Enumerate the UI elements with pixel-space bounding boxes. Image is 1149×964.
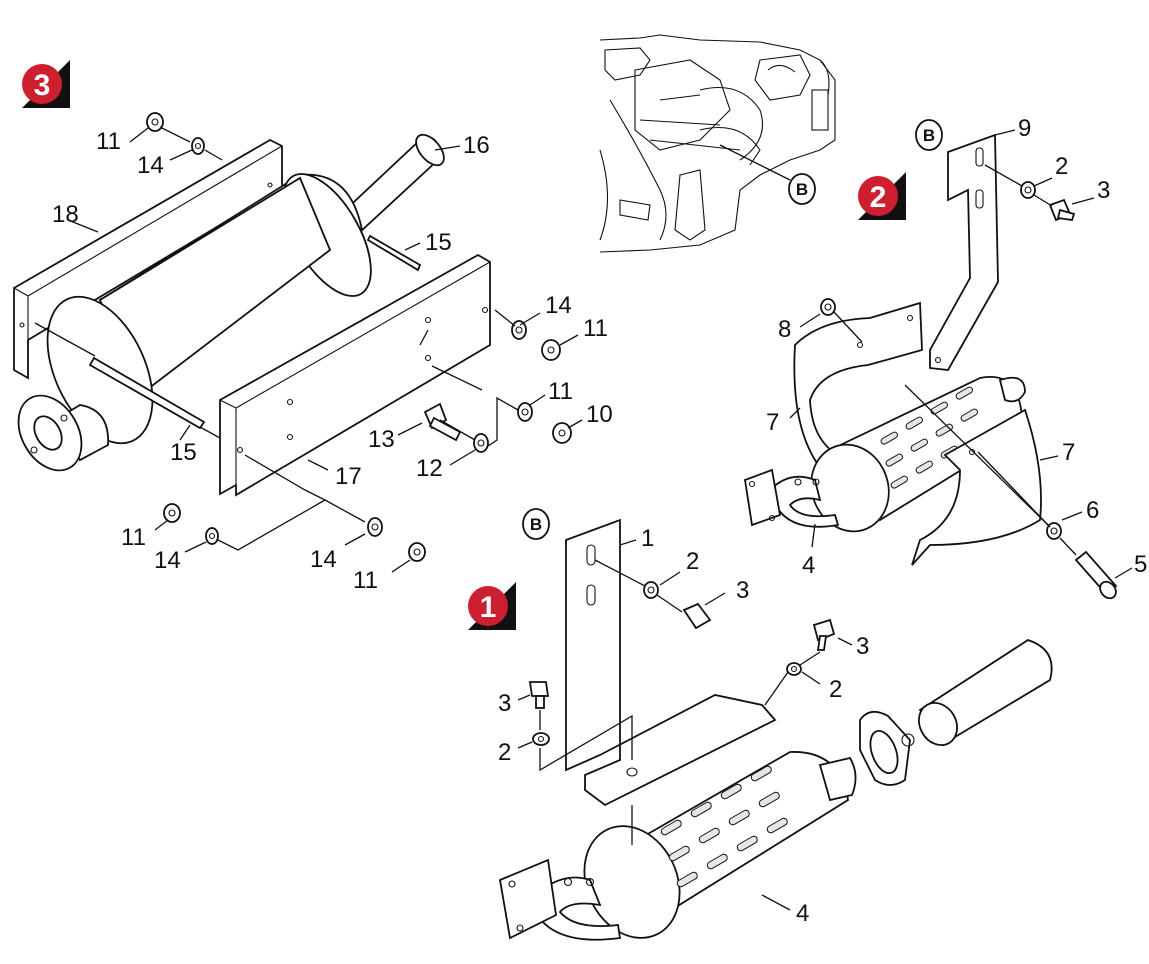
section-3-silencer-assembly [13, 112, 583, 573]
pipe-clamp [859, 710, 915, 786]
label-5: 5 [1134, 551, 1147, 578]
svg-text:B: B [796, 180, 808, 199]
bolt-3-left [528, 681, 550, 709]
bolt-3-upper [1048, 198, 1076, 222]
badge-view-2: 2 [858, 172, 906, 220]
ref-marker-b-lower: B [522, 508, 550, 540]
washer-14-bottom-right [367, 517, 383, 537]
label-6: 6 [1086, 497, 1099, 524]
ref-marker-b-upper: B [915, 119, 943, 151]
nut-10 [552, 422, 572, 444]
label-3: 3 [736, 577, 749, 604]
exhaust-pipe [918, 639, 1053, 746]
label-15: 15 [425, 229, 452, 256]
bolt-3-right [812, 618, 836, 651]
nut-11-right [541, 339, 561, 361]
label-3: 3 [1097, 177, 1110, 204]
label-13: 13 [368, 426, 395, 453]
washer-14-right [511, 320, 527, 340]
silencer-4-slots-lower [660, 765, 788, 888]
nut-11-bottom-right [408, 542, 426, 562]
washer-2-left [532, 732, 550, 746]
label-11: 11 [353, 567, 378, 594]
svg-text:2: 2 [870, 181, 887, 214]
washer-14-bottom-left [205, 527, 219, 545]
svg-text:B: B [923, 126, 935, 145]
washer-2-upper-right [643, 581, 659, 599]
label-17: 17 [335, 463, 362, 490]
nut-11-bottom-left [163, 503, 181, 523]
nut-11-top [146, 112, 164, 132]
label-2: 2 [686, 548, 699, 575]
bolt-3-upper-right [682, 602, 712, 630]
washer-2-upper [1020, 181, 1036, 199]
label-18: 18 [52, 201, 79, 228]
ref-marker-b-engine: B [788, 173, 816, 205]
label-11: 11 [121, 524, 146, 551]
label-14: 14 [545, 292, 572, 319]
inlet-flange-lower [498, 858, 557, 940]
label-1: 1 [641, 525, 654, 552]
label-4: 4 [802, 552, 815, 579]
label-14: 14 [154, 547, 181, 574]
washer-14-top [191, 137, 205, 155]
section-1-silencer-assembly [498, 518, 1053, 941]
label-3: 3 [498, 690, 511, 717]
washer-6 [1046, 522, 1062, 540]
rod-15-upper [366, 234, 422, 272]
label-14: 14 [310, 546, 337, 573]
label-15: 15 [170, 439, 197, 466]
label-16: 16 [463, 132, 490, 159]
label-2: 2 [1055, 153, 1068, 180]
bolt-5 [1074, 550, 1118, 600]
bracket-9 [929, 133, 999, 371]
bracket-1 [565, 518, 777, 807]
label-4: 4 [796, 900, 809, 927]
label-12: 12 [416, 455, 443, 482]
label-2: 2 [829, 676, 842, 703]
svg-text:3: 3 [34, 69, 51, 102]
badge-view-1: 1 [468, 582, 516, 630]
label-14: 14 [137, 152, 164, 179]
section-2-silencer-assembly [743, 129, 1133, 600]
heat-guard-7-top [793, 301, 923, 472]
washer-2-right [786, 662, 802, 676]
plate-17 [219, 253, 491, 497]
label-8: 8 [778, 316, 791, 343]
washer-8 [820, 298, 836, 316]
svg-text:B: B [530, 515, 542, 534]
label-7: 7 [1062, 439, 1075, 466]
engine-detail-view [599, 34, 836, 253]
svg-text:1: 1 [480, 591, 497, 624]
heat-guard-7-bottom [911, 408, 1042, 566]
washer-11-mid [517, 402, 533, 422]
rod-15-lower [88, 356, 206, 430]
label-7: 7 [766, 409, 779, 436]
silencer-4-slots-upper [880, 386, 978, 489]
label-11: 11 [96, 128, 121, 155]
badge-view-3: 3 [22, 60, 70, 108]
bolt-13 [423, 402, 462, 442]
plate-18 [13, 138, 283, 380]
label-3: 3 [856, 633, 869, 660]
label-11: 11 [583, 315, 608, 342]
label-2: 2 [498, 739, 511, 766]
label-9: 9 [1018, 115, 1031, 142]
label-10: 10 [586, 401, 613, 428]
inlet-flange-upper [743, 468, 782, 527]
label-11: 11 [548, 378, 573, 405]
washer-12 [473, 433, 489, 453]
